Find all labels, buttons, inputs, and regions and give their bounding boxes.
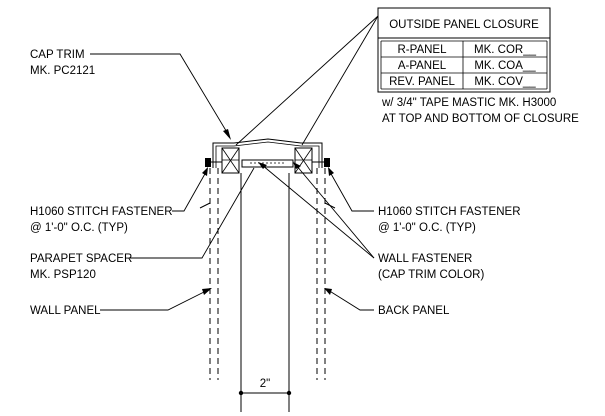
closure-row-panel: REV. PANEL — [389, 76, 455, 88]
back-panel-lines — [288, 168, 326, 380]
closure-table-border — [377, 7, 551, 93]
closure-row-mark: MK. COV__ — [474, 76, 536, 88]
parapet-spacer — [241, 159, 294, 168]
wall-fastener-note: (CAP TRIM COLOR) — [378, 269, 484, 281]
closure-note-line2: AT TOP AND BOTTOM OF CLOSURE — [382, 113, 579, 125]
wall-panel-lines — [209, 168, 242, 380]
closure-row-mark: MK. COR__ — [474, 44, 537, 56]
spacer-leader — [130, 167, 255, 259]
cap-trim-mark: MK. PC2121 — [30, 65, 95, 77]
outside-closure-right — [294, 147, 313, 174]
closure-table-title: OUTSIDE PANEL CLOSURE — [389, 19, 539, 31]
dimension-label: 2" — [260, 378, 270, 390]
closure-row-mark: MK. COA__ — [474, 60, 536, 72]
closure-leader-right — [301, 15, 379, 146]
back-panel-label: BACK PANEL — [378, 305, 450, 317]
outside-closure-left — [221, 147, 240, 174]
spacer-mark: MK. PSP120 — [30, 269, 96, 281]
cap-trim-leader — [90, 53, 229, 135]
stitch-right-label: H1060 STITCH FASTENER — [378, 206, 521, 218]
closure-table: OUTSIDE PANEL CLOSURE R-PANEL MK. COR__ … — [377, 7, 551, 93]
closure-leader-left — [235, 15, 379, 146]
wall-fastener-label: WALL FASTENER — [378, 253, 472, 265]
closure-row-panel: A-PANEL — [398, 60, 447, 72]
stitch-right-spacing: @ 1'-0" O.C. (TYP) — [378, 222, 476, 234]
spacer-label: PARAPET SPACER — [30, 253, 132, 265]
closure-row-panel: R-PANEL — [398, 44, 448, 56]
stitch-fastener-left — [205, 158, 222, 167]
cap-trim — [212, 138, 323, 168]
cap-trim-label: CAP TRIM — [30, 49, 85, 61]
wall-panel-leader — [100, 289, 209, 311]
stitch-left-label: H1060 STITCH FASTENER — [30, 206, 173, 218]
wall-fastener-leader-b — [295, 164, 375, 259]
back-panel-leader — [327, 289, 374, 311]
closure-note-line1: w/ 3/4" TAPE MASTIC MK. H3000 — [381, 97, 556, 109]
wall-panel-label: WALL PANEL — [30, 305, 101, 317]
stitch-fastener-right — [312, 158, 330, 167]
dimension-2in: 2" — [238, 378, 292, 412]
wall-fastener-leader-a — [261, 164, 375, 259]
stitch-left-leader — [172, 171, 207, 212]
stitch-right-leader — [329, 171, 374, 212]
stitch-left-spacing: @ 1'-0" O.C. (TYP) — [30, 222, 128, 234]
